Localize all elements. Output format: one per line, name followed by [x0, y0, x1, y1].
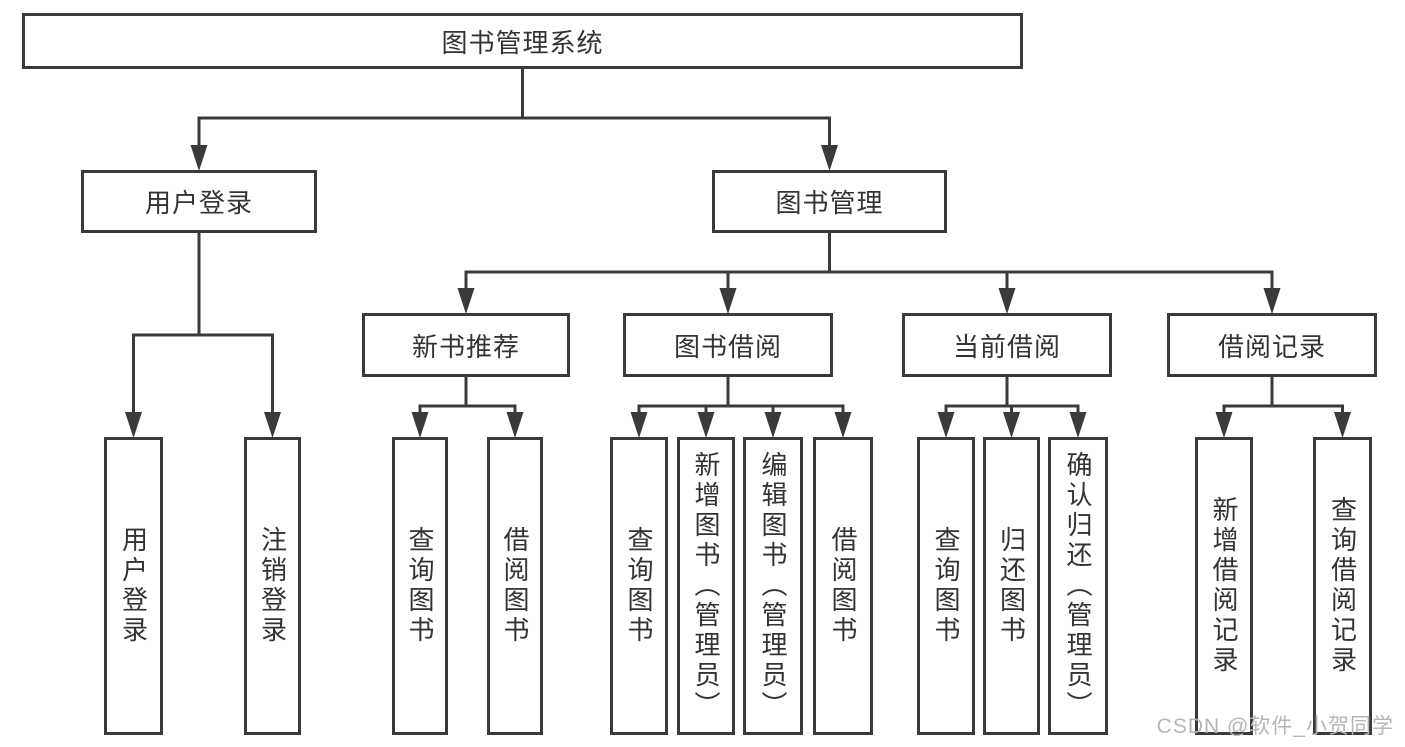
- node-label-book-mgmt: 图书管理: [775, 188, 884, 218]
- arrowhead-leaf-borrow-book-1: [506, 412, 524, 438]
- node-label-leaf-logout: 注销登录: [257, 526, 288, 646]
- arrowhead-leaf-user-login: [125, 412, 142, 438]
- arrowhead-new-book-rec: [457, 288, 475, 314]
- node-label-leaf-borrow-book-2: 借阅图书: [828, 526, 858, 646]
- node-user-login: 用户登录: [81, 170, 317, 233]
- node-leaf-logout: 注销登录: [244, 437, 301, 735]
- node-label-leaf-query-book-1: 查询图书: [405, 526, 435, 646]
- node-label-leaf-query-book-2: 查询图书: [624, 526, 654, 646]
- arrowhead-leaf-add-book: [697, 412, 715, 438]
- node-leaf-add-record: 新增借阅记录: [1195, 437, 1253, 735]
- node-leaf-borrow-book-2: 借阅图书: [813, 437, 873, 735]
- node-current-borrow: 当前借阅: [902, 313, 1112, 377]
- node-label-leaf-borrow-book-1: 借阅图书: [500, 526, 530, 646]
- node-leaf-query-book-3: 查询图书: [917, 437, 975, 735]
- arrowhead-book-borrow: [719, 288, 737, 314]
- node-root: 图书管理系统: [22, 13, 1023, 69]
- node-label-leaf-user-login: 用户登录: [118, 526, 149, 646]
- arrowhead-leaf-query-record: [1334, 412, 1351, 438]
- node-label-root: 图书管理系统: [441, 27, 604, 58]
- node-leaf-borrow-book-1: 借阅图书: [487, 437, 543, 735]
- arrowhead-borrow-record: [1263, 288, 1281, 314]
- node-borrow-record: 借阅记录: [1167, 313, 1377, 377]
- node-leaf-add-book: 新增图书（管理员）: [677, 437, 735, 735]
- node-new-book-rec: 新书推荐: [362, 313, 570, 377]
- watermark: CSDN @软件_小贺同学: [1156, 715, 1394, 738]
- node-label-leaf-edit-book: 编辑图书（管理员）: [758, 451, 788, 721]
- arrowhead-leaf-add-record: [1215, 412, 1233, 438]
- node-label-current-borrow: 当前借阅: [952, 331, 1061, 362]
- node-label-user-login: 用户登录: [144, 188, 253, 218]
- node-leaf-edit-book: 编辑图书（管理员）: [743, 437, 803, 735]
- node-leaf-query-book-2: 查询图书: [610, 437, 668, 735]
- arrowhead-current-borrow: [998, 288, 1016, 314]
- node-label-book-borrow: 图书借阅: [673, 331, 782, 362]
- node-label-leaf-add-book: 新增图书（管理员）: [691, 451, 721, 721]
- node-leaf-return-book: 归还图书: [983, 437, 1040, 735]
- arrowhead-leaf-logout: [264, 412, 281, 438]
- node-leaf-confirm-return: 确认归还（管理员）: [1048, 437, 1108, 735]
- node-label-leaf-confirm-return: 确认归还（管理员）: [1063, 451, 1093, 721]
- arrowhead-leaf-query-book-3: [937, 412, 955, 438]
- node-label-leaf-query-record: 查询借阅记录: [1327, 496, 1358, 676]
- node-leaf-query-book-1: 查询图书: [392, 437, 448, 735]
- node-leaf-user-login: 用户登录: [104, 437, 163, 735]
- node-label-leaf-query-book-3: 查询图书: [931, 526, 961, 646]
- node-book-mgmt: 图书管理: [712, 170, 947, 233]
- node-label-leaf-return-book: 归还图书: [996, 526, 1027, 646]
- node-leaf-query-record: 查询借阅记录: [1313, 437, 1372, 735]
- arrowhead-leaf-confirm-return: [1069, 412, 1087, 438]
- arrowhead-leaf-query-book-1: [411, 412, 429, 438]
- node-book-borrow: 图书借阅: [623, 313, 833, 377]
- node-label-borrow-record: 借阅记录: [1217, 331, 1326, 362]
- arrowhead-leaf-edit-book: [764, 412, 782, 438]
- node-label-new-book-rec: 新书推荐: [411, 331, 520, 362]
- arrowhead-book-mgmt: [821, 145, 838, 171]
- arrowhead-leaf-return-book: [1003, 412, 1020, 438]
- arrowhead-leaf-borrow-book-2: [834, 412, 852, 438]
- node-label-leaf-add-record: 新增借阅记录: [1209, 496, 1239, 676]
- arrowhead-user-login: [190, 145, 208, 171]
- arrowhead-leaf-query-book-2: [630, 412, 648, 438]
